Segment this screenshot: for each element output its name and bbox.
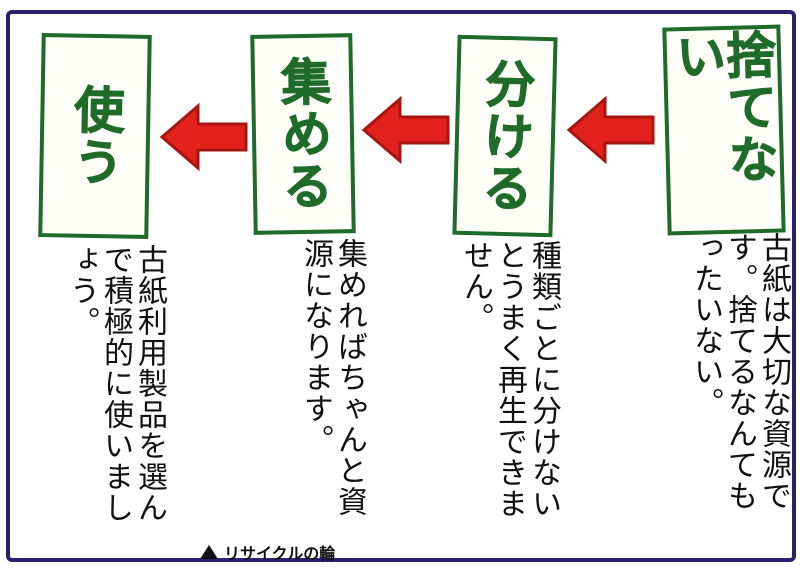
step-1-description: 古紙は大切な資源です。捨てるなんてもったいない。 <box>688 232 791 511</box>
left-arrow-icon <box>159 102 248 172</box>
banner-step-1: 捨てない <box>662 24 786 236</box>
credit-text: リサイクルの輪 <box>224 544 336 563</box>
banner-step-2-title: 分ける <box>473 57 538 215</box>
triangle-icon <box>200 545 218 559</box>
credit-label: リサイクルの輪 <box>200 540 335 564</box>
poster-frame <box>6 10 796 562</box>
banner-step-4: 使う <box>38 33 152 239</box>
banner-step-3: 集める <box>250 33 356 235</box>
step-2-description: 種類ごとに分けないとうまく再生できません。 <box>458 240 561 519</box>
banner-step-1-title: 捨てない <box>667 28 781 187</box>
left-arrow-icon <box>566 95 655 165</box>
banner-step-3-title: 集める <box>272 55 335 213</box>
banner-step-4-title: 使う <box>65 83 127 189</box>
banner-step-2: 分ける <box>452 34 558 238</box>
left-arrow-icon <box>361 95 450 165</box>
step-3-description: 集めればちゃんと資源になります。 <box>298 238 367 517</box>
step-4-description: 古紙利用製品を選んで積極的に使いましょう。 <box>64 244 167 523</box>
